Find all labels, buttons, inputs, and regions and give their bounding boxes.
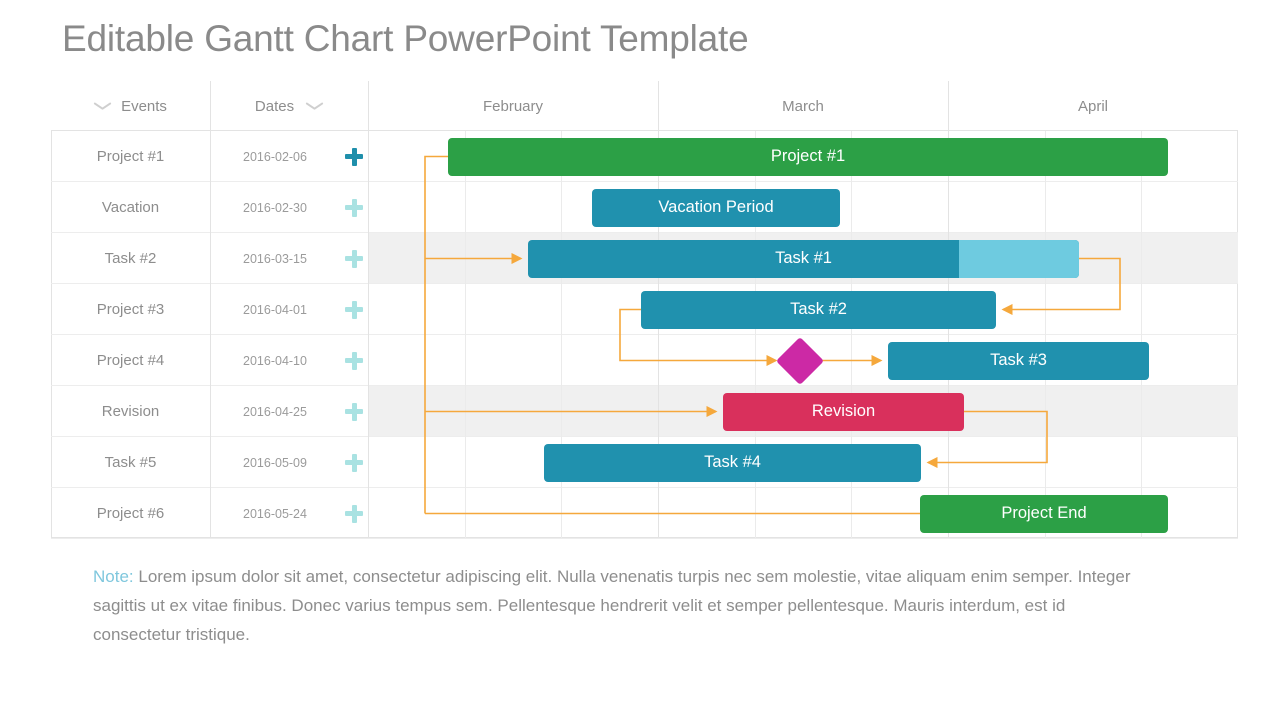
row-date-label: 2016-04-25 — [243, 404, 307, 419]
gantt-bar-label: Project End — [1001, 504, 1087, 522]
add-row-button[interactable] — [340, 386, 368, 437]
plus-icon[interactable] — [345, 453, 363, 472]
table-row[interactable]: Project #1 2016-02-06 — [51, 131, 1238, 182]
row-event-label: Task #5 — [104, 454, 157, 471]
chevron-down-icon[interactable] — [306, 101, 323, 111]
note-text: Lorem ipsum dolor sit amet, consectetur … — [93, 567, 1131, 644]
add-row-button[interactable] — [340, 335, 368, 386]
column-divider-dates — [368, 81, 369, 538]
header-month-april: April — [1077, 97, 1108, 115]
table-row[interactable]: Project #6 2016-05-24 — [51, 488, 1238, 539]
row-divider — [51, 538, 1238, 539]
plus-icon[interactable] — [345, 300, 363, 319]
gantt-bar[interactable]: Task #1 — [528, 239, 1079, 278]
gantt-bar[interactable]: Task #2 — [641, 290, 996, 329]
row-event-label: Revision — [101, 403, 160, 420]
add-row-button[interactable] — [340, 488, 368, 539]
row-divider — [51, 181, 1238, 182]
gantt-bar-label: Vacation Period — [658, 198, 774, 216]
gridline — [1045, 131, 1046, 538]
header-month-march: March — [782, 97, 824, 115]
gantt-bar[interactable]: Task #3 — [888, 341, 1149, 380]
row-event-label: Project #3 — [96, 301, 165, 318]
gridline — [1141, 131, 1142, 538]
header-events-label: Events — [121, 97, 167, 115]
row-event-label: Task #2 — [104, 250, 157, 267]
header-dates[interactable]: Dates — [210, 81, 368, 131]
table-row[interactable]: Vacation 2016-02-30 — [51, 182, 1238, 233]
gantt-bar[interactable]: Task #4 — [544, 443, 921, 482]
plus-icon[interactable] — [345, 147, 363, 166]
milestone-diamond[interactable] — [775, 336, 825, 385]
gantt-table: Events Dates February March April Projec… — [51, 81, 1238, 539]
row-date-label: 2016-04-10 — [243, 353, 307, 368]
header-dates-label: Dates — [254, 97, 295, 115]
row-event-label: Project #6 — [96, 505, 165, 522]
row-divider — [51, 436, 1238, 437]
add-row-button[interactable] — [340, 131, 368, 182]
row-divider — [51, 283, 1238, 284]
row-date-label: 2016-05-09 — [243, 455, 307, 470]
plus-icon[interactable] — [345, 402, 363, 421]
gantt-bar[interactable]: Revision — [723, 392, 964, 431]
column-divider-events — [210, 81, 211, 538]
gantt-bar-label: Task #3 — [990, 351, 1047, 369]
gantt-bar-label: Revision — [811, 402, 876, 420]
gridline — [561, 131, 562, 538]
plus-icon[interactable] — [345, 249, 363, 268]
note-keyword: Note: — [93, 567, 134, 586]
header-month-february: February — [482, 97, 544, 115]
gantt-bar-label: Project #1 — [770, 147, 846, 165]
plus-icon[interactable] — [345, 198, 363, 217]
row-date-label: 2016-03-15 — [243, 251, 307, 266]
row-date-label: 2016-04-01 — [243, 302, 307, 317]
gantt-bar[interactable]: Project #1 — [448, 137, 1168, 176]
row-date-label: 2016-02-06 — [243, 149, 307, 164]
add-row-button[interactable] — [340, 284, 368, 335]
add-row-button[interactable] — [340, 182, 368, 233]
row-event-label: Project #1 — [96, 148, 165, 165]
table-header: Events Dates February March April — [51, 81, 1238, 131]
add-row-button[interactable] — [340, 437, 368, 488]
table-row[interactable]: Task #5 2016-05-09 — [51, 437, 1238, 488]
table-row[interactable]: Project #4 2016-04-10 — [51, 335, 1238, 386]
page-title: Editable Gantt Chart PowerPoint Template — [62, 18, 749, 59]
gridline — [465, 131, 466, 538]
plus-icon[interactable] — [345, 351, 363, 370]
header-divider — [51, 130, 1238, 131]
row-date-label: 2016-02-30 — [243, 200, 307, 215]
gantt-bar-progress — [959, 239, 1079, 278]
gantt-bar[interactable]: Project End — [920, 494, 1168, 533]
row-divider — [51, 232, 1238, 233]
row-event-label: Vacation — [101, 199, 160, 216]
gantt-bar[interactable]: Vacation Period — [592, 188, 840, 227]
gantt-bar-label: Task #2 — [790, 300, 847, 318]
chevron-down-icon[interactable] — [94, 101, 111, 111]
plus-icon[interactable] — [345, 504, 363, 523]
gantt-bar-label: Task #1 — [775, 249, 832, 267]
row-date-label: 2016-05-24 — [243, 506, 307, 521]
row-event-label: Project #4 — [96, 352, 165, 369]
add-row-button[interactable] — [340, 233, 368, 284]
row-divider — [51, 487, 1238, 488]
header-events[interactable]: Events — [51, 81, 210, 131]
footer-note: Note: Lorem ipsum dolor sit amet, consec… — [93, 562, 1148, 649]
gantt-bar-label: Task #4 — [704, 453, 761, 471]
row-divider — [51, 385, 1238, 386]
gridline — [851, 131, 852, 538]
